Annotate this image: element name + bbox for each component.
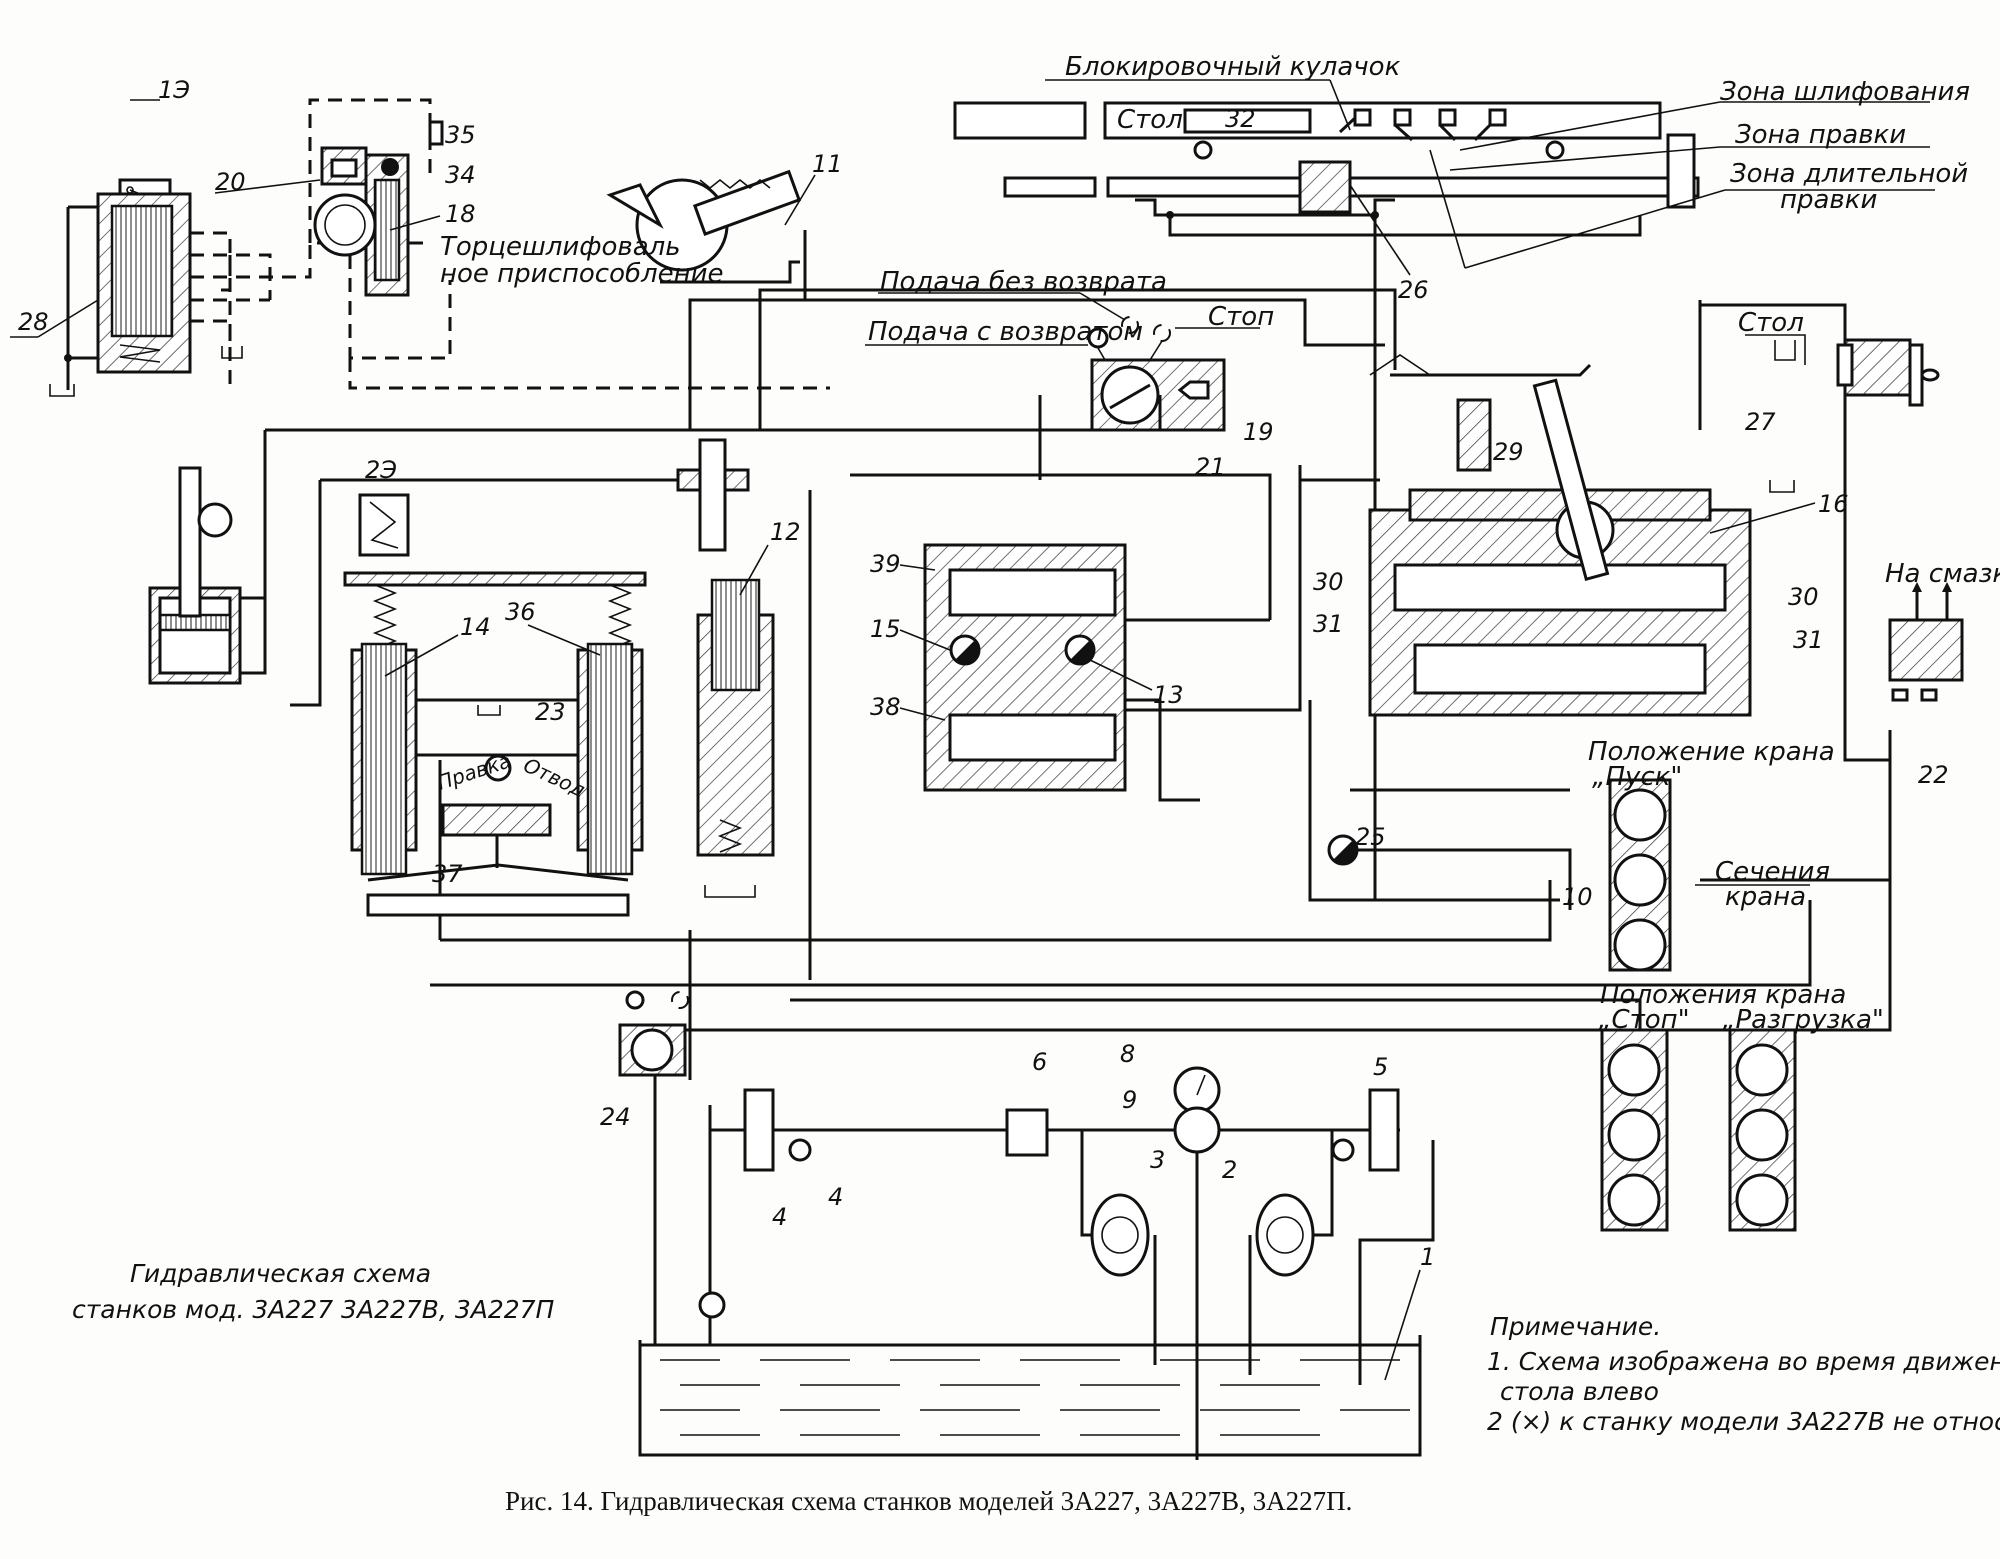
callout-4: 4 <box>772 1203 787 1231</box>
tap-10-start <box>1608 778 1672 972</box>
callout-13: 13 <box>1153 681 1184 709</box>
label-face-grinding-2: ное приспособление <box>440 259 724 289</box>
callout-16: 16 <box>1818 490 1849 518</box>
callout-14: 14 <box>460 613 491 641</box>
callout-4a: 4 <box>828 1183 843 1211</box>
callout-3: 3 <box>1150 1146 1165 1174</box>
label-zone-long-dressing-2: правки <box>1780 185 1877 215</box>
callout-10: 10 <box>1562 883 1593 911</box>
notes-heading: Примечание. <box>1490 1312 1661 1341</box>
callout-12: 12 <box>770 518 801 546</box>
label-tap-positions-1: Положения крана <box>1600 980 1846 1010</box>
callout-11: 11 <box>812 150 843 178</box>
callout-31-left: 31 <box>1313 610 1344 638</box>
label-zone-long-dressing-1: Зона длительной <box>1730 159 1968 189</box>
callout-6: 6 <box>1032 1048 1047 1076</box>
check-valve-25 <box>1327 834 1359 866</box>
callout-30-right: 30 <box>1788 583 1819 611</box>
feed-mechanism-11 <box>606 169 807 300</box>
callout-1: 1 <box>1420 1243 1435 1271</box>
callout-15: 15 <box>870 615 901 643</box>
label-stop: Стоп <box>1208 302 1274 332</box>
callout-8: 8 <box>1120 1040 1135 1068</box>
callout-24: 24 <box>600 1103 631 1131</box>
table-handwheel-27 <box>1745 334 1940 407</box>
callout-27: 27 <box>1745 408 1776 436</box>
callout-22: 22 <box>1918 761 1949 789</box>
callout-19: 19 <box>1243 418 1274 446</box>
label-face-grinding-1: Торцешлифоваль <box>440 232 681 262</box>
callout-1e: 1Э <box>158 76 190 104</box>
label-table-2: Стол <box>1738 308 1804 338</box>
label-tap-sections-2: крана <box>1725 882 1806 912</box>
callout-31-right: 31 <box>1793 626 1824 654</box>
label-tap-position-start-2: „Пуск" <box>1592 762 1682 792</box>
valve-24 <box>618 990 689 1345</box>
pump-station <box>698 1066 1435 1460</box>
lubrication-block-22 <box>1888 582 1964 702</box>
callout-2e: 2Э <box>365 456 397 484</box>
callout-26: 26 <box>1398 276 1429 304</box>
tap-stop <box>1600 1028 1669 1232</box>
label-table: Стол <box>1117 105 1183 135</box>
notes-item-2: 2 (×) к станку модели 3А227В не относитс… <box>1487 1407 2000 1436</box>
label-tap-pos-stop: „Стоп" <box>1598 1005 1690 1035</box>
control-panel-block <box>923 543 1127 792</box>
title-block-line-2: станков мод. 3А227 3А227В, 3А227П <box>72 1295 555 1324</box>
callout-37: 37 <box>432 860 463 888</box>
callout-34: 34 <box>445 161 476 189</box>
callout-23: 23 <box>535 698 566 726</box>
notes-item-1-line-1: 1. Схема изображена во время движения <box>1487 1347 2000 1376</box>
callout-25: 25 <box>1355 823 1386 851</box>
callout-30-left: 30 <box>1313 568 1344 596</box>
callout-39: 39 <box>870 550 901 578</box>
hydraulic-lines <box>263 288 1892 1080</box>
callout-5: 5 <box>1373 1053 1388 1081</box>
label-tap-position-start-1: Положение крана <box>1588 737 1835 767</box>
label-feed-with-return: Подача с возвратом <box>868 317 1143 347</box>
callout-18: 18 <box>445 200 476 228</box>
callout-36: 36 <box>505 598 536 626</box>
callout-21: 21 <box>1195 453 1226 481</box>
tap-unload <box>1728 1028 1797 1232</box>
callout-2: 2 <box>1222 1156 1237 1184</box>
label-feed-no-return: Подача без возврата <box>880 267 1167 297</box>
oil-tank-1 <box>638 1269 1422 1457</box>
label-zone-dressing: Зона правки <box>1735 120 1906 150</box>
label-to-lubrication: На смазку <box>1885 559 2000 589</box>
title-block-line-1: Гидравлическая схема <box>130 1259 431 1288</box>
notes-item-1-line-2: стола влево <box>1500 1377 1659 1406</box>
callout-29: 29 <box>1493 438 1524 466</box>
reversing-block-16 <box>1368 354 1795 717</box>
figure-caption: Рис. 14. Гидравлическая схема станков мо… <box>505 1486 1352 1516</box>
callout-35: 35 <box>445 121 476 149</box>
dressing-cylinders <box>343 493 647 917</box>
callout-32: 32 <box>1225 105 1256 133</box>
face-grinding-attachment-18 <box>313 120 444 297</box>
callout-38: 38 <box>870 693 901 721</box>
valve-12 <box>676 438 775 898</box>
label-tap-pos-unload: „Разгрузка" <box>1722 1005 1884 1035</box>
label-blocking-cam: Блокировочный кулачок <box>1065 52 1401 82</box>
label-tap-sections-1: Сечения <box>1715 857 1830 887</box>
solenoid-valve-28 <box>10 178 192 397</box>
callout-9: 9 <box>1122 1086 1137 1114</box>
rack-cylinder <box>148 466 267 685</box>
callout-28: 28 <box>18 308 49 336</box>
